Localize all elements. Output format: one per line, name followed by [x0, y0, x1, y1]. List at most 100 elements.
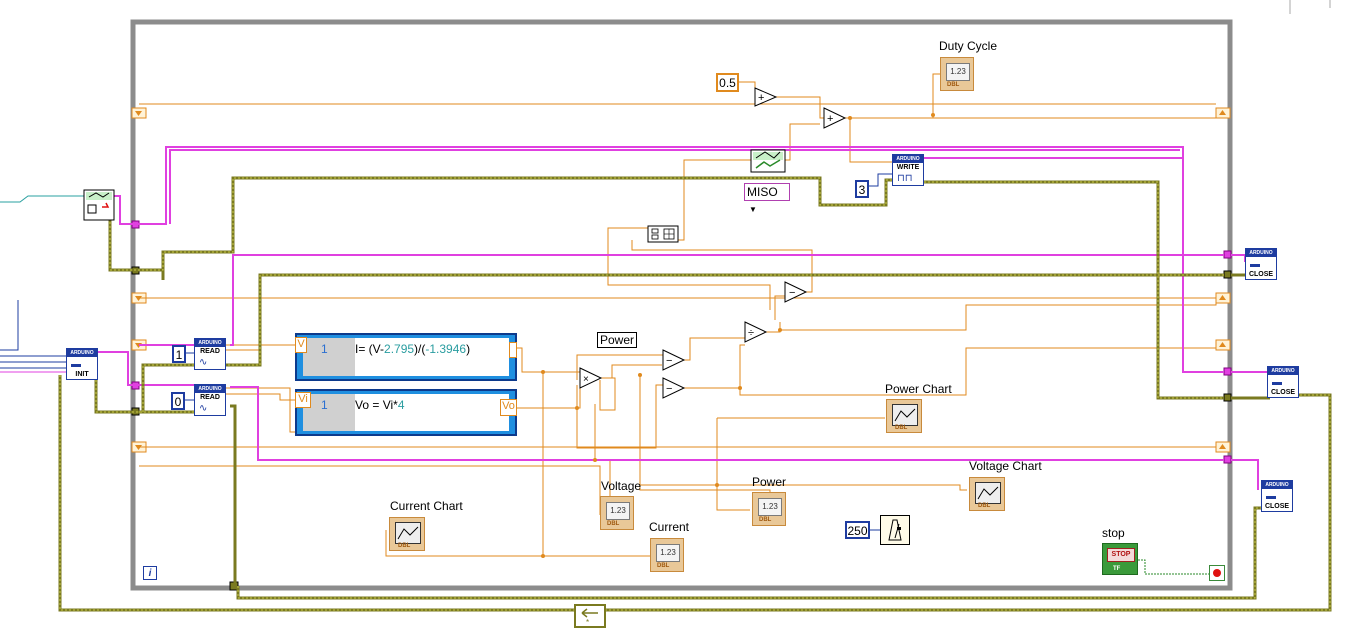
- dbl-tag: DBL: [895, 425, 908, 431]
- subtract-node-3[interactable]: −: [662, 377, 686, 399]
- arduino-header: ARDUINO: [195, 385, 225, 393]
- subtract-node-2[interactable]: −: [662, 349, 686, 371]
- svg-text:×: ×: [583, 374, 589, 385]
- power-chart-indicator[interactable]: DBL: [886, 399, 922, 433]
- voltage-label: Voltage: [601, 479, 642, 493]
- svg-text:+: +: [827, 113, 833, 125]
- spi-mode-value: MISO: [747, 185, 778, 199]
- divide-node[interactable]: ÷: [744, 321, 768, 343]
- indicator-face: 1.23: [606, 502, 630, 520]
- write-caption: WRITE: [896, 164, 920, 171]
- property-node-icon[interactable]: [750, 149, 786, 173]
- feedback-node[interactable]: *: [574, 604, 606, 628]
- constant-half[interactable]: 0.5: [716, 73, 739, 92]
- arduino-init-vi[interactable]: ARDUINO ▬ INIT: [66, 348, 98, 380]
- arduino-close-vi-2[interactable]: ARDUINO ▬ CLOSE: [1267, 366, 1299, 398]
- chart-icon: [395, 522, 421, 544]
- dbl-wires[interactable]: [139, 73, 1217, 557]
- arduino-close-vi-1[interactable]: ARDUINO ▬ CLOSE: [1245, 248, 1277, 280]
- close-caption: CLOSE: [1270, 389, 1296, 396]
- board-icon: ▬: [1266, 491, 1276, 502]
- while-loop-frame[interactable]: [130, 19, 1233, 591]
- duty-cycle-label: Duty Cycle: [939, 39, 998, 53]
- init-caption: INIT: [75, 371, 89, 378]
- outer-wires[interactable]: [0, 195, 84, 373]
- constant-pin-write[interactable]: 3: [855, 180, 869, 198]
- pwm-icon: ⊓⊓: [897, 173, 913, 184]
- dbl-tag: DBL: [607, 521, 620, 527]
- formula-expression[interactable]: I= (V-2.795)/(-1.3946): [355, 342, 470, 356]
- board-icon: ▬: [1272, 377, 1282, 388]
- multiply-node[interactable]: ×: [579, 367, 603, 389]
- iteration-terminal[interactable]: i: [143, 566, 157, 580]
- error-cluster-icon[interactable]: [83, 189, 115, 221]
- formula-expression[interactable]: Vo = Vi*4: [355, 398, 405, 412]
- constant-pin-read-1[interactable]: 1: [172, 345, 186, 363]
- svg-text:+: +: [758, 92, 764, 104]
- formula-output-vo[interactable]: Vo: [500, 399, 517, 416]
- build-array-icon[interactable]: [647, 225, 679, 243]
- int-wires[interactable]: [185, 173, 893, 531]
- bool-wire[interactable]: [1138, 559, 1210, 575]
- formula-output-i[interactable]: [509, 342, 517, 358]
- stop-button-control[interactable]: STOP TF: [1102, 543, 1138, 575]
- expr-num2: -1.3946: [425, 342, 467, 356]
- voltage-chart-indicator[interactable]: DBL: [969, 477, 1005, 511]
- waveform-icon: ∿: [199, 403, 208, 414]
- formula-node-voltage[interactable]: 1 Vo = Vi*4: [295, 389, 517, 436]
- current-chart-indicator[interactable]: DBL: [389, 517, 425, 551]
- current-label: Current: [649, 520, 690, 534]
- read-caption: READ: [200, 348, 220, 355]
- power-comment-label: Power: [597, 332, 638, 348]
- arduino-pwm-write-vi[interactable]: ARDUINO WRITE ⊓⊓: [892, 154, 924, 186]
- tf-tag: TF: [1113, 566, 1121, 572]
- subtract-node-1[interactable]: −: [784, 281, 808, 303]
- dbl-tag: DBL: [759, 517, 772, 523]
- current-chart-label: Current Chart: [390, 499, 463, 513]
- stop-button[interactable]: STOP: [1107, 548, 1135, 562]
- stop-label: stop: [1102, 526, 1125, 540]
- wait-ms-node[interactable]: [880, 515, 910, 545]
- board-icon: ▬: [71, 359, 81, 370]
- formula-input-vi[interactable]: Vi: [295, 392, 311, 408]
- constant-pin-read-0[interactable]: 0: [171, 392, 185, 410]
- svg-text:*: *: [586, 618, 589, 627]
- formula-editor[interactable]: 1 Vo = Vi*4: [303, 394, 509, 431]
- resource-wires[interactable]: [96, 146, 1269, 490]
- formula-line-number: 1: [321, 342, 328, 356]
- arduino-header: ARDUINO: [195, 339, 225, 347]
- arduino-read-vi-0[interactable]: ARDUINO READ ∿: [194, 384, 226, 416]
- formula-node-current[interactable]: 1 I= (V-2.795)/(-1.3946): [295, 333, 517, 381]
- spi-mode-enum[interactable]: MISO ▼: [744, 183, 790, 214]
- svg-text:−: −: [666, 355, 672, 367]
- arduino-header: ARDUINO: [67, 349, 97, 357]
- dbl-tag: DBL: [657, 563, 670, 569]
- dbl-tag: DBL: [947, 82, 960, 88]
- indicator-face: 1.23: [946, 63, 970, 81]
- duty-cycle-indicator[interactable]: 1.23 DBL: [940, 57, 974, 91]
- expr-suffix: ): [466, 342, 471, 356]
- formula-input-v[interactable]: V: [295, 337, 307, 353]
- svg-text:−: −: [666, 383, 672, 395]
- current-indicator[interactable]: 1.23 DBL: [650, 538, 684, 572]
- formula-gutter: [303, 394, 355, 431]
- dbl-tag: DBL: [978, 503, 991, 509]
- constant-wait-ms[interactable]: 250: [845, 521, 870, 539]
- loop-condition-terminal[interactable]: [1209, 565, 1225, 581]
- chevron-down-icon[interactable]: ▼: [749, 205, 757, 214]
- close-caption: CLOSE: [1248, 271, 1274, 278]
- expr-num1: 4: [397, 398, 405, 412]
- svg-text:−: −: [789, 287, 795, 299]
- add-node-2[interactable]: +: [823, 107, 847, 129]
- add-node-1[interactable]: +: [754, 87, 778, 107]
- arduino-close-vi-3[interactable]: ARDUINO ▬ CLOSE: [1261, 480, 1293, 512]
- indicator-face: 1.23: [758, 498, 782, 516]
- formula-gutter: [303, 338, 355, 376]
- arduino-read-vi-1[interactable]: ARDUINO READ ∿: [194, 338, 226, 370]
- formula-editor[interactable]: 1 I= (V-2.795)/(-1.3946): [303, 338, 509, 376]
- close-caption: CLOSE: [1264, 503, 1290, 510]
- voltage-indicator[interactable]: 1.23 DBL: [600, 496, 634, 530]
- expr-num1: 2.795: [384, 342, 415, 356]
- chart-icon: [892, 404, 918, 426]
- power-indicator[interactable]: 1.23 DBL: [752, 492, 786, 526]
